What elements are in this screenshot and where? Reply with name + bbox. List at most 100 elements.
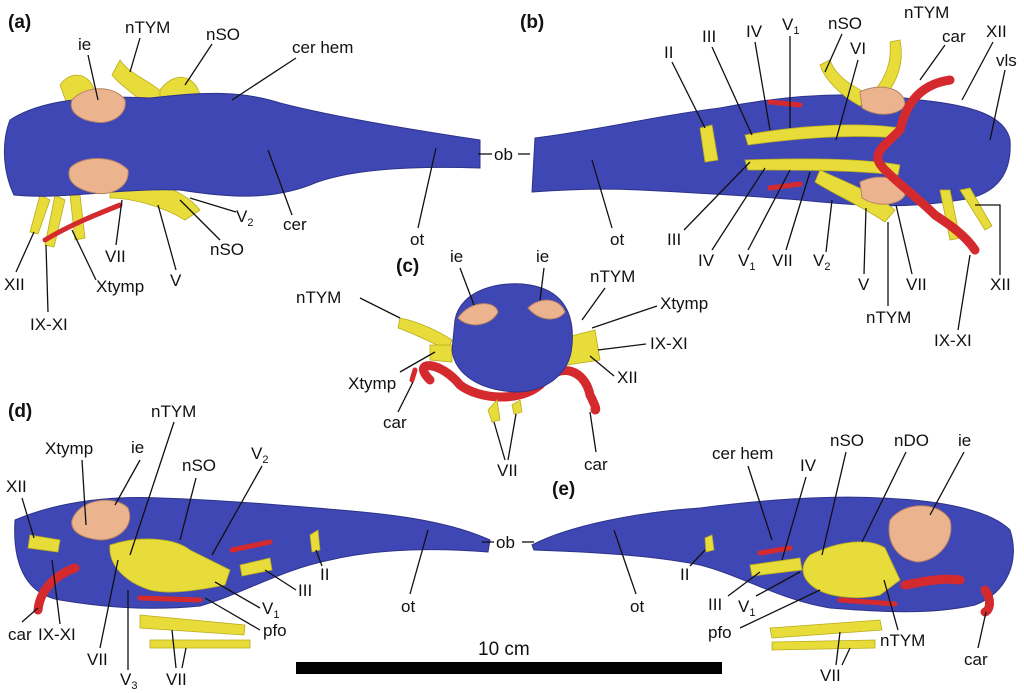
label-xii: XII bbox=[4, 275, 25, 294]
panel-c: (c) ie ie nTYM nTYM Xtymp IX-XI XII Xtym… bbox=[296, 247, 708, 480]
scale-bar-rect bbox=[296, 662, 722, 674]
carotid-artery-ventral bbox=[873, 75, 980, 255]
d-ii-nerve bbox=[309, 529, 321, 553]
e-vii-lower-nerve-2 bbox=[771, 639, 876, 651]
label-ii: II bbox=[664, 43, 673, 62]
panel-e-label: (e) bbox=[552, 479, 575, 500]
label-pfo: pfo bbox=[263, 621, 287, 640]
label-ie-right: ie bbox=[536, 247, 549, 266]
e-inner-ear bbox=[888, 505, 952, 563]
panel-b: (b) II III IV V1 nSO nTYM car XII vls VI bbox=[520, 3, 1017, 350]
e-carotid-end bbox=[980, 585, 994, 617]
label-cer-hem: cer hem bbox=[712, 444, 773, 463]
label-xtymp-left: Xtymp bbox=[348, 374, 396, 393]
c-inner-ear-right bbox=[527, 299, 566, 320]
label-pfo: pfo bbox=[708, 623, 732, 642]
v-nerve-ventral bbox=[814, 169, 896, 223]
artery-branch-top bbox=[767, 99, 803, 108]
scale-bar: 10 cm bbox=[296, 639, 722, 674]
label-iii-lower: III bbox=[667, 230, 681, 249]
e-artery-branch bbox=[837, 597, 898, 607]
label-vi: VI bbox=[850, 39, 866, 58]
e-vii-lower-nerve bbox=[769, 619, 883, 639]
label-ot: ot bbox=[401, 597, 415, 616]
label-ntym: nTYM bbox=[880, 631, 925, 650]
label-ntym: nTYM bbox=[904, 3, 949, 22]
label-nso: nSO bbox=[830, 431, 864, 450]
label-vii-lower: VII bbox=[166, 670, 187, 689]
c-inner-ear-left bbox=[457, 303, 499, 326]
d-artery-branch bbox=[137, 595, 203, 603]
cranial-nerves-lower bbox=[744, 158, 901, 176]
label-v1: V1 bbox=[738, 597, 755, 619]
e-iii-nerve bbox=[749, 557, 803, 577]
d-artery-branch-2 bbox=[229, 539, 273, 553]
label-iv: IV bbox=[800, 456, 817, 475]
label-ot: ot bbox=[630, 597, 644, 616]
panel-b-label: (b) bbox=[520, 12, 544, 33]
label-xii-lower: XII bbox=[990, 275, 1011, 294]
label-v1: V1 bbox=[782, 15, 799, 37]
label-nso: nSO bbox=[206, 25, 240, 44]
label-vii-right: VII bbox=[906, 275, 927, 294]
e-carotid bbox=[900, 574, 965, 590]
inner-ear-ventral-top bbox=[859, 86, 906, 115]
label-nso-lower: nSO bbox=[210, 240, 244, 259]
label-car: car bbox=[942, 27, 966, 46]
label-v-lower: V bbox=[858, 275, 870, 294]
label-ot: ot bbox=[410, 230, 424, 249]
panel-a: (a) ie nTYM nSO cer hem cer ot V2 nSO V bbox=[3, 12, 481, 334]
label-ii: II bbox=[320, 565, 329, 584]
label-v1-lower: V1 bbox=[738, 251, 755, 273]
label-ot: ot bbox=[610, 230, 624, 249]
c-vii-left bbox=[487, 399, 501, 423]
d-vii-lower-nerve-2 bbox=[149, 639, 251, 649]
label-v3: V3 bbox=[120, 670, 137, 692]
artery-branch-bottom bbox=[767, 181, 803, 191]
label-ix-xi: IX-XI bbox=[650, 334, 688, 353]
label-ix-xi: IX-XI bbox=[30, 315, 68, 334]
label-car: car bbox=[8, 625, 32, 644]
label-ie: ie bbox=[78, 35, 91, 54]
label-vii: VII bbox=[820, 666, 841, 685]
ii-nerve-shape bbox=[699, 124, 719, 163]
label-xii-top: XII bbox=[986, 22, 1007, 41]
label-xii: XII bbox=[6, 477, 27, 496]
label-vii-lower: VII bbox=[772, 251, 793, 270]
e-nerve-complex bbox=[802, 541, 901, 599]
label-ix-xi: IX-XI bbox=[38, 625, 76, 644]
label-xtymp: Xtymp bbox=[96, 277, 144, 296]
label-ix-xi: IX-XI bbox=[934, 331, 972, 350]
d-iii-nerve bbox=[239, 557, 273, 577]
label-v: V bbox=[170, 271, 182, 290]
label-xtymp: Xtymp bbox=[45, 439, 93, 458]
xtymp-nerve-shape bbox=[69, 194, 86, 241]
e-ii-nerve bbox=[704, 534, 715, 553]
label-ntym: nTYM bbox=[125, 18, 170, 37]
ix-xi-nerve-shape bbox=[44, 194, 66, 248]
label-v2: V2 bbox=[251, 444, 268, 466]
label-vii: VII bbox=[497, 461, 518, 480]
scale-bar-label: 10 cm bbox=[478, 639, 530, 660]
label-cer: cer bbox=[283, 215, 307, 234]
label-v2-lower: V2 bbox=[813, 251, 830, 273]
inner-ear-right bbox=[68, 158, 129, 195]
label-v1: V1 bbox=[262, 599, 279, 621]
d-vii-lower-nerve bbox=[139, 614, 246, 636]
d-carotid bbox=[33, 563, 80, 615]
label-iv: IV bbox=[746, 22, 763, 41]
label-xii: XII bbox=[617, 368, 638, 387]
xii-nerve-shape bbox=[29, 194, 51, 235]
xii-nerve-ventral bbox=[959, 187, 993, 231]
label-ndo: nDO bbox=[894, 431, 929, 450]
d-nerve-complex bbox=[109, 538, 231, 593]
label-iii: III bbox=[708, 595, 722, 614]
label-iii: III bbox=[298, 581, 312, 600]
label-nso: nSO bbox=[828, 14, 862, 33]
label-car-right: car bbox=[584, 455, 608, 474]
label-vii: VII bbox=[105, 247, 126, 266]
label-iv-lower: IV bbox=[698, 251, 715, 270]
panel-d-label: (d) bbox=[8, 401, 32, 422]
label-v2: V2 bbox=[236, 207, 253, 229]
brain-anterior-view bbox=[451, 283, 573, 393]
